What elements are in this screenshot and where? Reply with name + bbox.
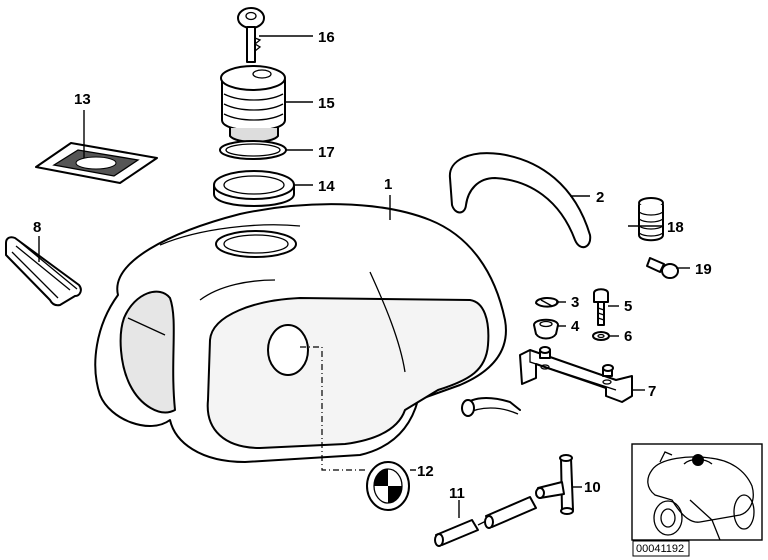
spring-clip[interactable] — [535, 297, 559, 308]
decal-sheet[interactable] — [35, 142, 158, 184]
gasket-ring[interactable] — [219, 140, 287, 160]
tank-badge[interactable] — [366, 461, 410, 511]
callout-18: 18 — [667, 219, 684, 236]
callout-5: 5 — [624, 298, 632, 315]
rubber-mount[interactable] — [533, 318, 559, 340]
callout-12: 12 — [417, 463, 434, 480]
callout-7: 7 — [648, 383, 656, 400]
hose-segments[interactable] — [434, 496, 537, 547]
callout-14: 14 — [318, 178, 335, 195]
callout-13: 13 — [74, 91, 91, 108]
grommet-plug[interactable] — [646, 257, 679, 279]
mounting-bracket[interactable] — [519, 346, 633, 403]
callout-17: 17 — [318, 144, 335, 161]
fuel-hose[interactable] — [461, 397, 521, 417]
callout-3: 3 — [571, 294, 579, 311]
callout-1: 1 — [384, 176, 392, 193]
callout-16: 16 — [318, 29, 335, 46]
washer[interactable] — [592, 331, 610, 341]
callout-8: 8 — [33, 219, 41, 236]
reference-code: 00041192 — [636, 543, 684, 555]
callout-11: 11 — [449, 485, 465, 502]
fuel-tank[interactable] — [94, 203, 507, 463]
callout-15: 15 — [318, 95, 335, 112]
t-fitting[interactable] — [535, 454, 574, 515]
callout-10: 10 — [584, 479, 601, 496]
leader-lines — [38, 35, 690, 518]
callout-19: 19 — [695, 261, 712, 278]
key[interactable] — [237, 7, 265, 63]
bolt[interactable] — [593, 288, 609, 326]
filler-cap[interactable] — [220, 65, 286, 143]
callout-4: 4 — [571, 318, 580, 335]
filler-neck-ring[interactable] — [213, 170, 295, 207]
knee-grip-panel[interactable] — [448, 152, 592, 249]
rubber-buffer[interactable] — [638, 197, 664, 242]
callout-6: 6 — [624, 328, 632, 345]
callout-2: 2 — [596, 189, 604, 206]
locator-inset: 00041192 — [631, 443, 763, 557]
callout-labels: 1 2 3 4 5 6 7 8 10 11 12 13 14 15 16 17 … — [33, 29, 712, 502]
knee-pad[interactable] — [5, 236, 82, 307]
motorcycle-thumbnail — [647, 451, 755, 541]
